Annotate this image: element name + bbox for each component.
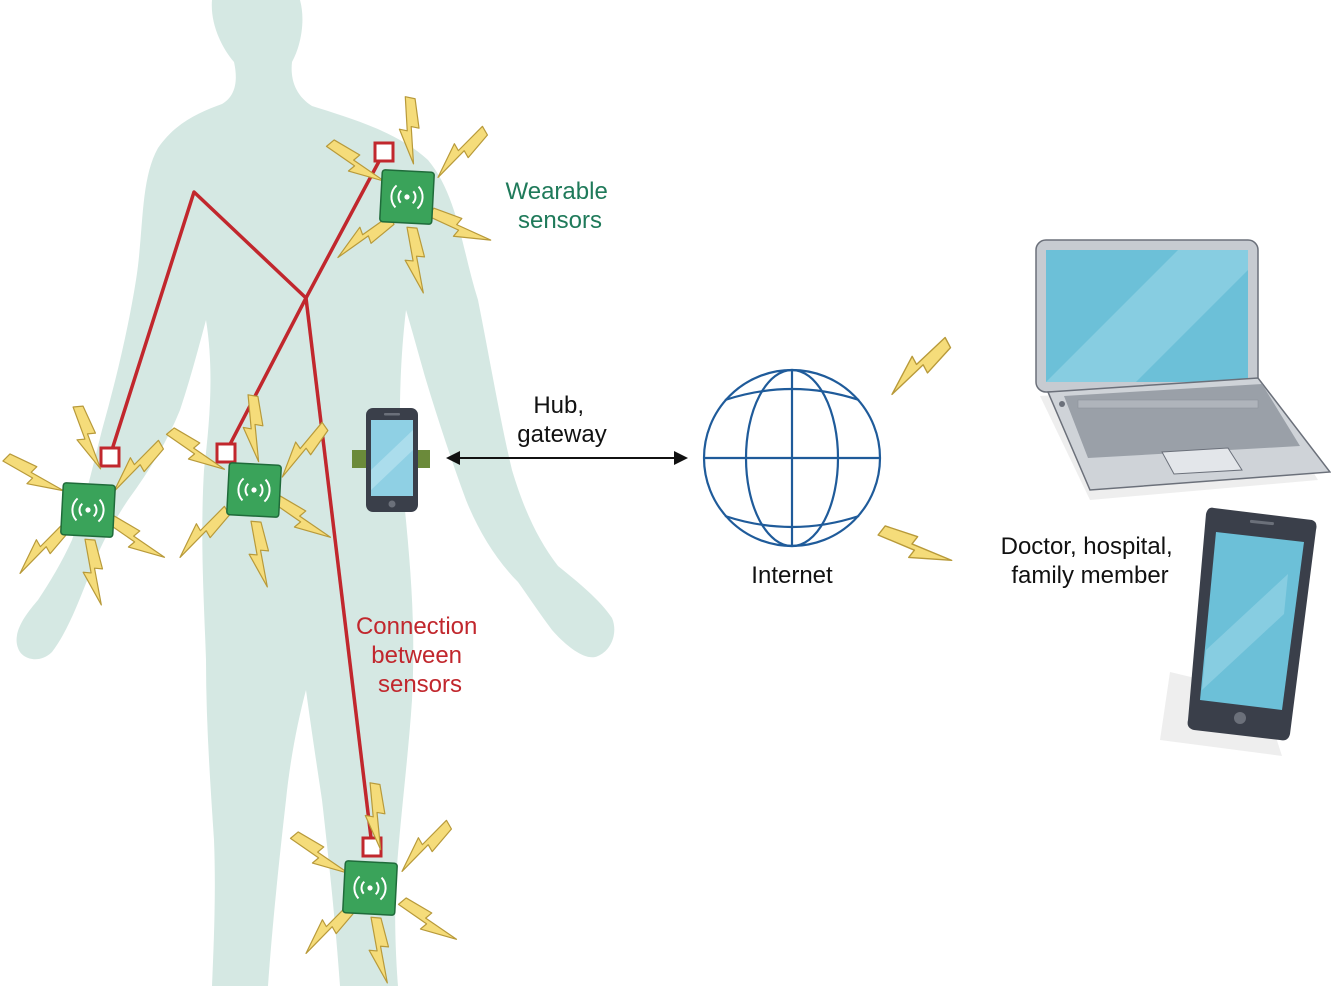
wireless-sensor-icon — [341, 859, 399, 917]
lightning-bolt-icon — [2, 444, 65, 507]
double-arrow-icon — [446, 451, 688, 465]
globe-internet-icon — [702, 368, 882, 548]
connector-square-shoulder — [373, 141, 395, 163]
smartphone-icon — [1160, 507, 1317, 756]
human-body-silhouette — [16, 0, 615, 986]
connector-square-left-arm — [99, 446, 121, 468]
connection-line-left-arm — [108, 190, 308, 457]
hub-gateway-label: Hub, gateway — [517, 392, 606, 448]
wireless-sensor-icon — [378, 168, 436, 226]
internet-bolts — [877, 336, 958, 581]
lightning-bolt-icon — [877, 514, 953, 581]
lightning-bolt-icon — [397, 889, 458, 955]
connection-between-sensors-label: Connection between sensors — [356, 613, 484, 698]
wearable-sensors-label: Wearable sensors — [506, 178, 615, 234]
wireless-sensor-icon — [59, 481, 117, 539]
connector-squares — [99, 141, 395, 858]
lightning-bolt-icon — [426, 125, 495, 178]
wireless-sensor-icon — [225, 461, 283, 519]
connector-square-hip — [215, 442, 237, 464]
lightning-bolt-icon — [390, 819, 459, 872]
connector-square-knee — [361, 836, 383, 858]
internet-label: Internet — [751, 562, 833, 589]
smartphone-hub-icon — [352, 408, 430, 512]
connection-line-knee — [304, 297, 374, 847]
laptop-icon — [1035, 239, 1331, 500]
lightning-bolt-icon — [72, 404, 102, 472]
doctor-hospital-family-label: Doctor, hospital, family member — [1001, 533, 1180, 589]
lightning-bolt-icon — [879, 336, 958, 396]
lightning-bolt-icon — [105, 507, 166, 573]
